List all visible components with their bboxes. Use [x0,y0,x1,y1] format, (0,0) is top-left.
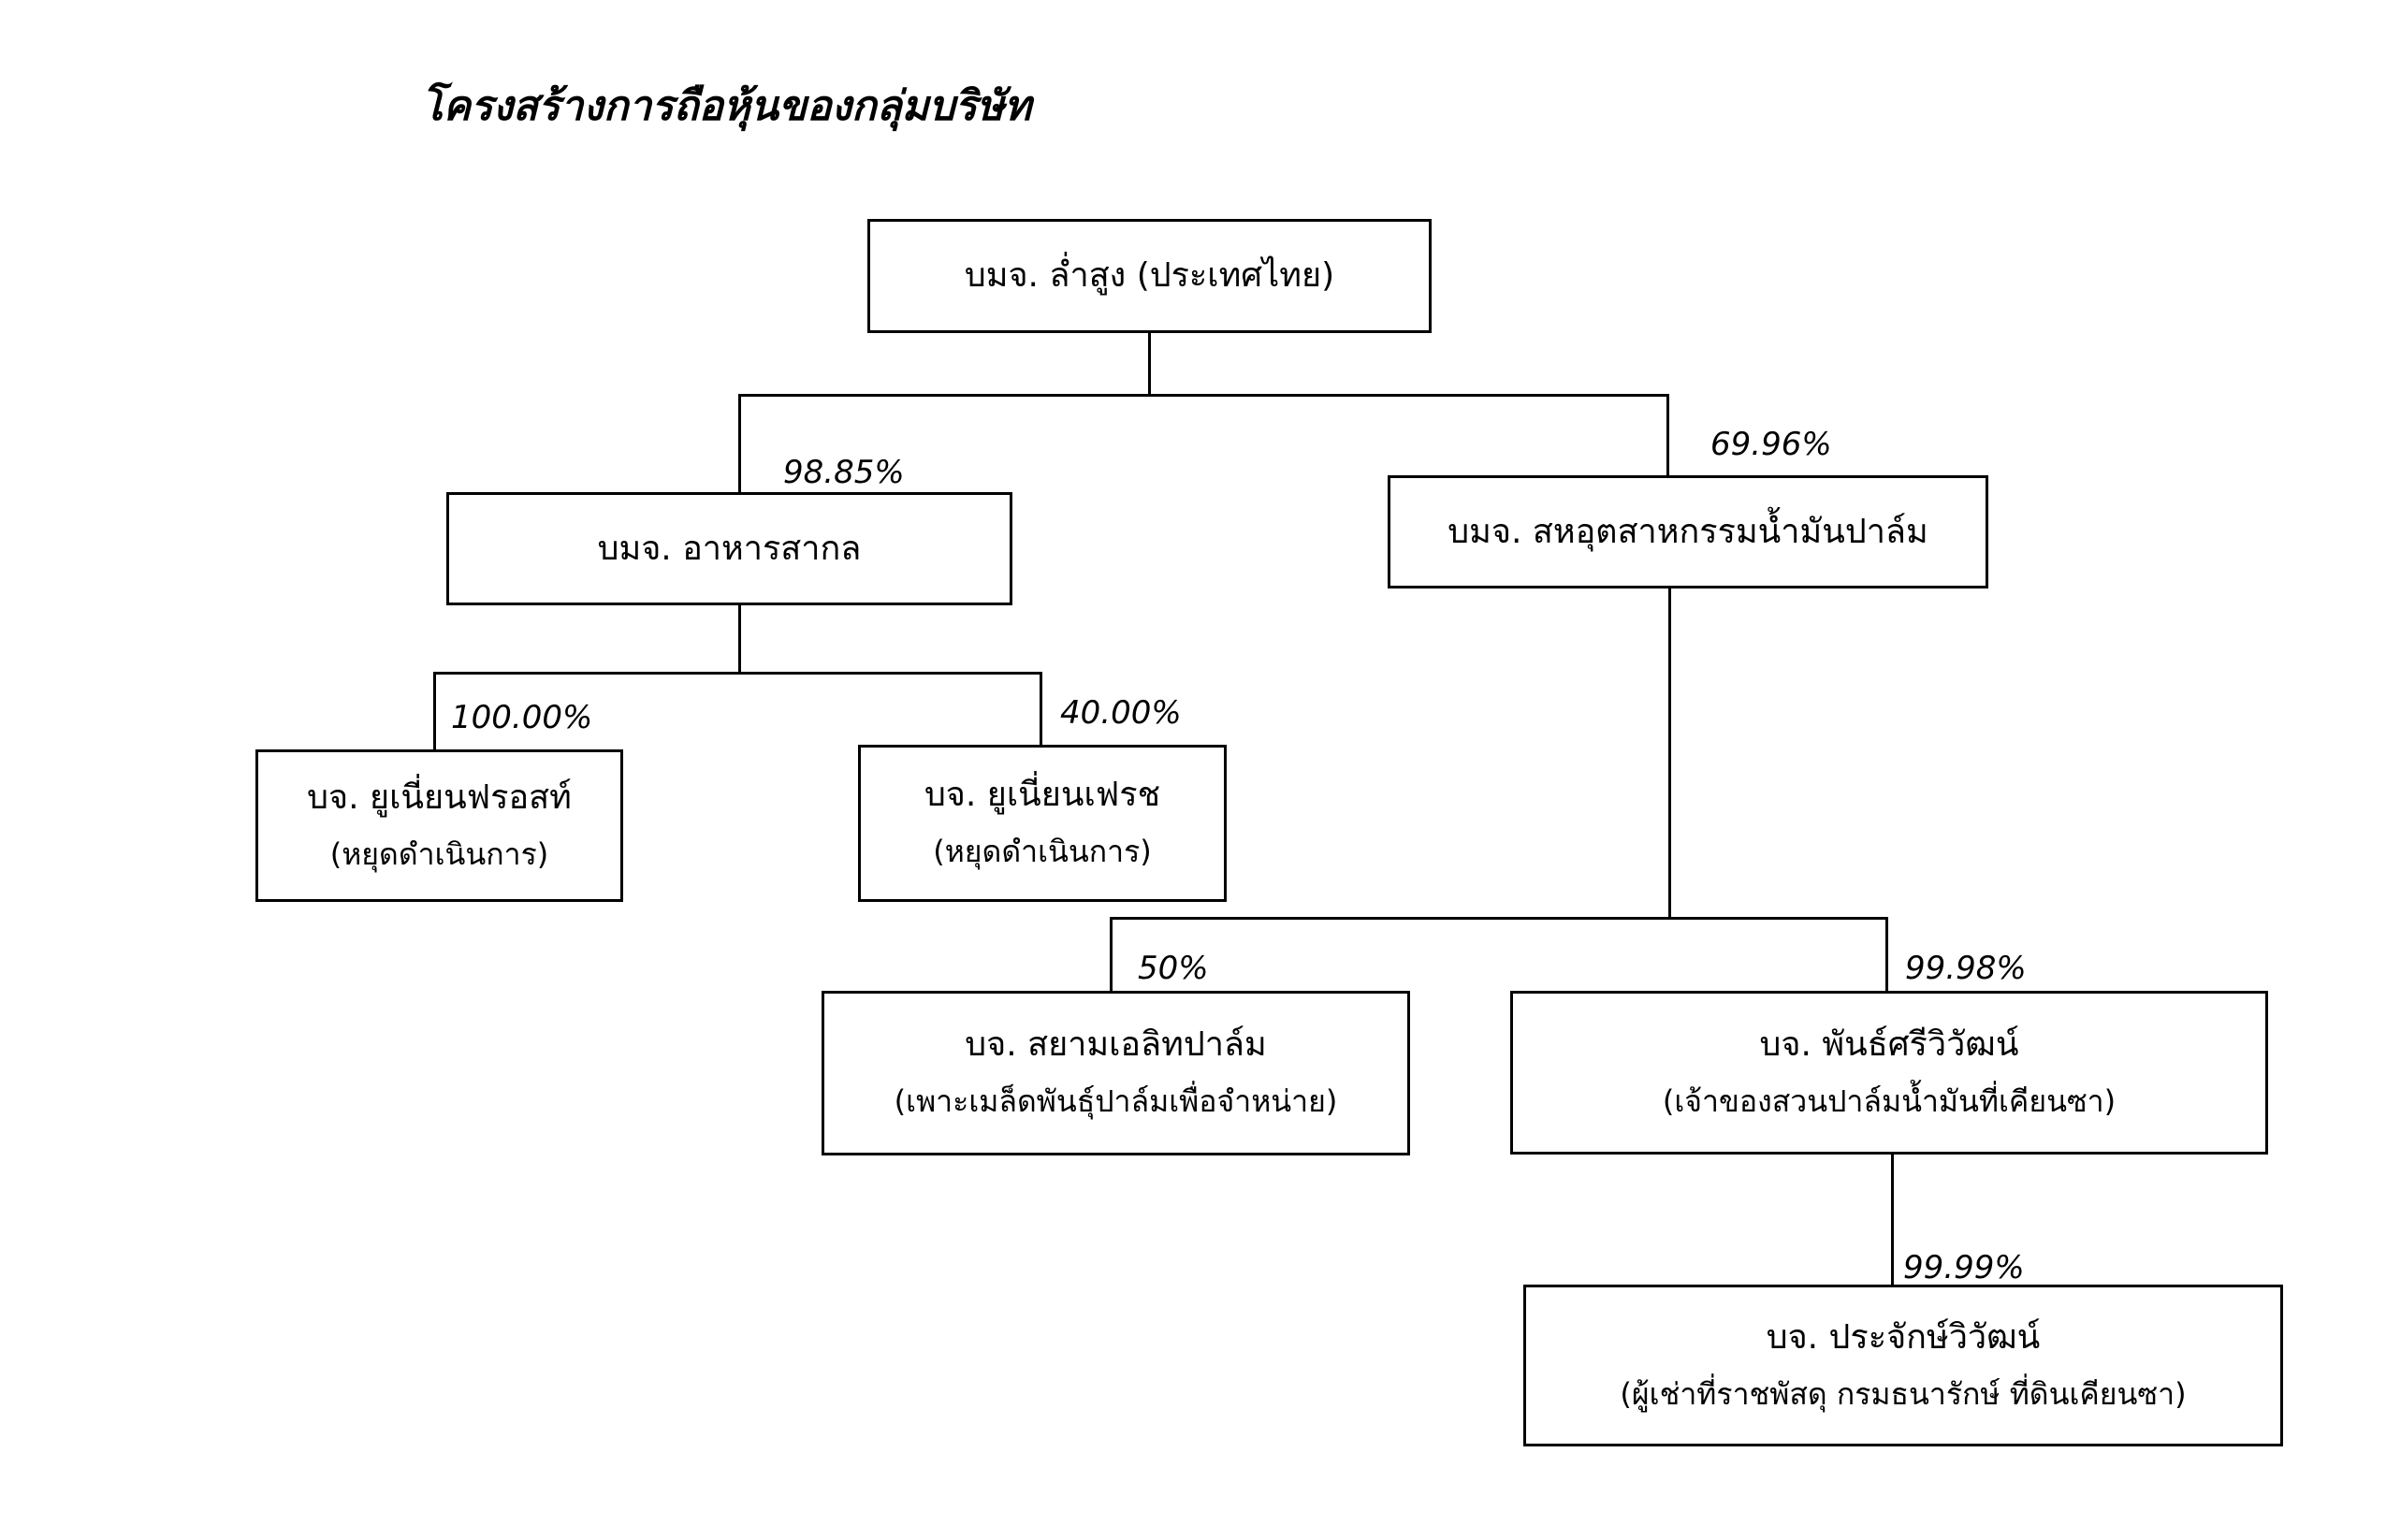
node-note: (ผู้เช่าที่ราชพัสดุ กรมธนารักษ์ ที่ดินเค… [1620,1375,2187,1412]
connector [433,672,436,750]
node-union-frost: บจ. ยูเนี่ยนฟรอสท์ (หยุดดำเนินการ) [255,749,623,902]
share-prachak: 99.99% [1903,1249,2025,1286]
share-pan-sri: 99.98% [1905,950,2027,987]
node-name: บมจ. อาหารสากล [597,529,862,568]
connector [433,672,1042,675]
connector [1110,917,1113,992]
share-union-fresh: 40.00% [1060,694,1182,732]
node-name: บจ. ประจักษ์วิวัฒน์ [1766,1317,2041,1357]
node-name: บมจ. สหอุตสาหกรรมน้ำมันปาล์ม [1448,512,1928,551]
node-ahan: บมจ. อาหารสากล [446,492,1012,605]
node-siam-elite: บจ. สยามเอลิทปาล์ม (เพาะเมล็ดพันธุ์ปาล์ม… [822,991,1410,1155]
connector [738,603,741,674]
share-palm-oil: 69.96% [1710,426,1832,463]
node-name: บจ. ยูเนี่ยนฟรอสท์ [307,777,572,817]
node-name: บจ. ยูเนี่ยนเฟรช [924,776,1161,814]
connector [1668,587,1671,919]
node-note: (หยุดดำเนินการ) [933,834,1152,869]
node-root: บมจ. ล่ำสูง (ประเทศไทย) [867,219,1432,333]
connector [1666,394,1669,476]
connector [738,394,741,493]
connector [738,394,1669,397]
share-ahan: 98.85% [783,454,905,491]
connector [1891,1153,1894,1286]
node-pan-sri: บจ. พันธ์ศรีวิวัฒน์ (เจ้าของสวนปาล์มน้ำม… [1510,991,2268,1155]
share-siam-elite: 50% [1138,950,1209,987]
node-union-fresh: บจ. ยูเนี่ยนเฟรช (หยุดดำเนินการ) [858,745,1227,902]
node-name: บมจ. ล่ำสูง (ประเทศไทย) [964,256,1335,295]
share-union-frost: 100.00% [451,699,593,736]
connector [1110,917,1888,920]
node-prachak: บจ. ประจักษ์วิวัฒน์ (ผู้เช่าที่ราชพัสดุ … [1523,1285,2283,1446]
connector [1040,672,1042,746]
connector [1148,332,1151,396]
node-note: (เจ้าของสวนปาล์มน้ำมันที่เคียนซา) [1662,1082,2117,1119]
node-palm-oil: บมจ. สหอุตสาหกรรมน้ำมันปาล์ม [1388,475,1988,588]
connector [1885,917,1888,992]
node-note: (หยุดดำเนินการ) [329,835,549,872]
node-name: บจ. สยามเอลิทปาล์ม [965,1025,1267,1064]
node-name: บจ. พันธ์ศรีวิวัฒน์ [1759,1024,2019,1064]
node-note: (เพาะเมล็ดพันธุ์ปาล์มเพื่อจำหน่าย) [894,1083,1338,1119]
chart-title: โครงสร้างการถือหุ้นของกลุ่มบริษัท [421,82,1032,130]
